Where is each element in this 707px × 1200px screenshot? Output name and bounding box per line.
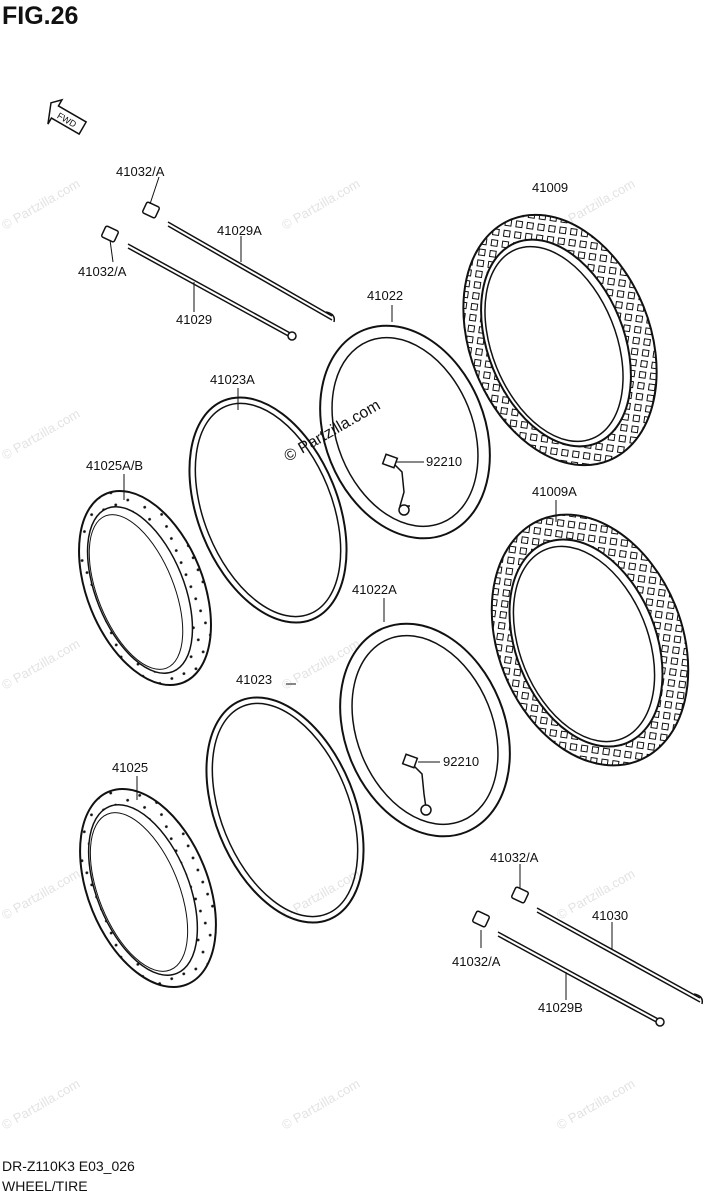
tire-41009 — [462, 213, 658, 467]
part-label-41030: 41030 — [592, 908, 628, 923]
watermark: © Partzilla.com — [279, 176, 362, 233]
part-labels: 41032/A 41029A 41032/A 41029 41009 41022… — [78, 164, 628, 1015]
watermark: © Partzilla.com — [554, 1076, 637, 1133]
part-label-41023: 41023 — [236, 672, 272, 687]
part-label-41025: 41025 — [112, 760, 148, 775]
rim-41025ab — [78, 474, 212, 687]
tire-41009a — [490, 500, 690, 767]
part-label-41032a: 41032/A — [116, 164, 165, 179]
part-label-41029a: 41029A — [217, 223, 262, 238]
part-label-41032a: 41032/A — [78, 264, 127, 279]
tube-41022 — [319, 305, 491, 540]
spoke-set-top — [101, 176, 336, 341]
watermark: © Partzilla.com — [279, 1076, 362, 1133]
rim-41025 — [79, 776, 217, 989]
model-code: DR-Z110K3 E03_026 — [2, 1158, 135, 1174]
part-label-92210: 92210 — [426, 454, 462, 469]
watermark: © Partzilla.com — [0, 406, 82, 463]
watermark: © Partzilla.com — [279, 866, 362, 923]
part-label-41022a: 41022A — [352, 582, 397, 597]
part-label-41032a: 41032/A — [490, 850, 539, 865]
part-label-41029: 41029 — [176, 312, 212, 327]
spoke-set-bottom — [472, 864, 704, 1027]
figure-title: FIG.26 — [2, 2, 79, 30]
part-label-41009a: 41009A — [532, 484, 577, 499]
part-label-41009: 41009 — [532, 180, 568, 195]
tube-41022a — [339, 598, 511, 838]
watermark: © Partzilla.com — [0, 636, 82, 693]
fwd-arrow-icon: FWD — [47, 98, 88, 136]
part-label-41022: 41022 — [367, 288, 403, 303]
watermark: © Partzilla.com — [0, 1076, 82, 1133]
watermark: © Partzilla.com — [0, 866, 82, 923]
part-label-41025ab: 41025A/B — [86, 458, 143, 473]
diagram-caption: WHEEL/TIRE — [2, 1178, 88, 1194]
rim-band-41023a — [188, 388, 348, 624]
part-label-41032a: 41032/A — [452, 954, 501, 969]
rim-band-41023 — [205, 683, 365, 924]
part-label-92210: 92210 — [443, 754, 479, 769]
part-label-41023a: 41023A — [210, 372, 255, 387]
part-label-41029b: 41029B — [538, 1000, 583, 1015]
watermark: © Partzilla.com — [0, 176, 82, 233]
